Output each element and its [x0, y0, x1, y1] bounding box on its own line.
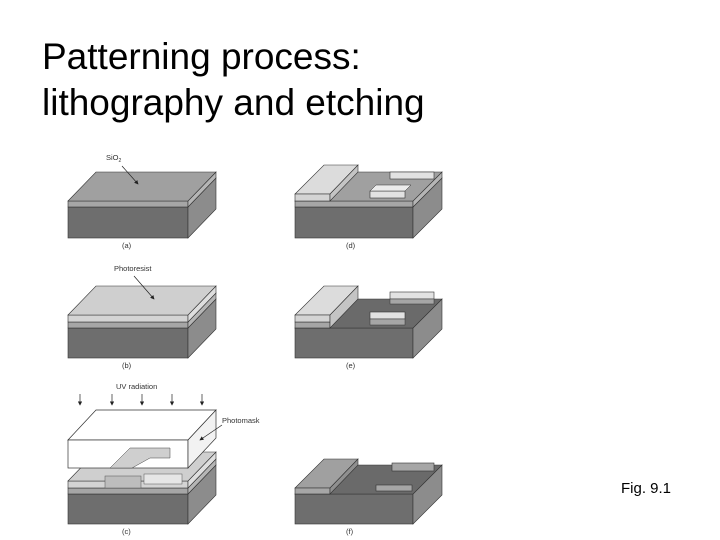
substrate-front	[294, 327, 414, 359]
panel-c: UV radiation Photomask (c)	[67, 382, 260, 536]
panel-label-c: (c)	[122, 527, 131, 536]
resist-block-mid-top	[369, 184, 412, 192]
masked-region	[143, 473, 183, 485]
panel-label-d: (d)	[346, 241, 356, 250]
panel-e: (e)	[294, 285, 443, 370]
substrate-front	[67, 327, 189, 359]
photoresist-arrow	[133, 275, 155, 300]
substrate-front	[67, 493, 189, 525]
oxide-remaining	[294, 321, 331, 329]
exposed-region	[104, 475, 142, 489]
photomask-arrow	[199, 424, 223, 441]
resist-block-mid	[369, 311, 406, 320]
uv-radiation-label: UV radiation	[116, 382, 157, 391]
oxide-front	[294, 200, 414, 208]
panel-d: (d)	[294, 164, 443, 250]
resist-block-mid	[369, 190, 406, 199]
substrate-front	[294, 493, 414, 525]
panel-a: SiO2 (a)	[67, 153, 217, 250]
sio2-arrow	[121, 165, 139, 185]
resist-block-side	[329, 285, 359, 329]
resist-block-front	[294, 314, 331, 323]
oxide-remaining	[389, 298, 435, 305]
oxide-front	[67, 200, 189, 208]
panel-f: (f)	[294, 458, 443, 536]
oxide-feature-front	[294, 487, 331, 495]
panel-label-b: (b)	[122, 361, 132, 370]
resist-block-side	[329, 164, 359, 202]
panel-b: Photoresist (b)	[67, 264, 217, 370]
sio2-label: SiO2	[106, 153, 122, 164]
oxide-front	[67, 321, 189, 329]
substrate-front	[294, 206, 414, 239]
figure-caption: Fig. 9.1	[621, 480, 672, 497]
panel-label-f: (f)	[346, 527, 354, 536]
panel-label-e: (e)	[346, 361, 356, 370]
substrate-front	[67, 206, 189, 239]
resist-block-front	[294, 193, 331, 202]
oxide-front	[67, 487, 189, 495]
oxide-feature-mid	[375, 484, 413, 492]
oxide-top	[67, 171, 217, 202]
resist-block-back	[389, 171, 435, 180]
oxide-remaining	[369, 318, 406, 326]
resist-top	[67, 285, 217, 316]
resist-block-back	[389, 291, 435, 300]
panel-label-a: (a)	[122, 241, 132, 250]
mask-pattern	[109, 447, 171, 469]
title-line-2: lithography and etching	[42, 82, 425, 123]
oxide-feature-back	[391, 462, 435, 472]
oxide-feature-side	[329, 458, 359, 495]
photoresist-label: Photoresist	[114, 264, 152, 273]
slide-title: Patterning process: lithography and etch…	[42, 34, 425, 126]
photomask-label: Photomask	[222, 416, 260, 425]
resist-front	[67, 314, 189, 323]
title-line-1: Patterning process:	[42, 36, 361, 77]
